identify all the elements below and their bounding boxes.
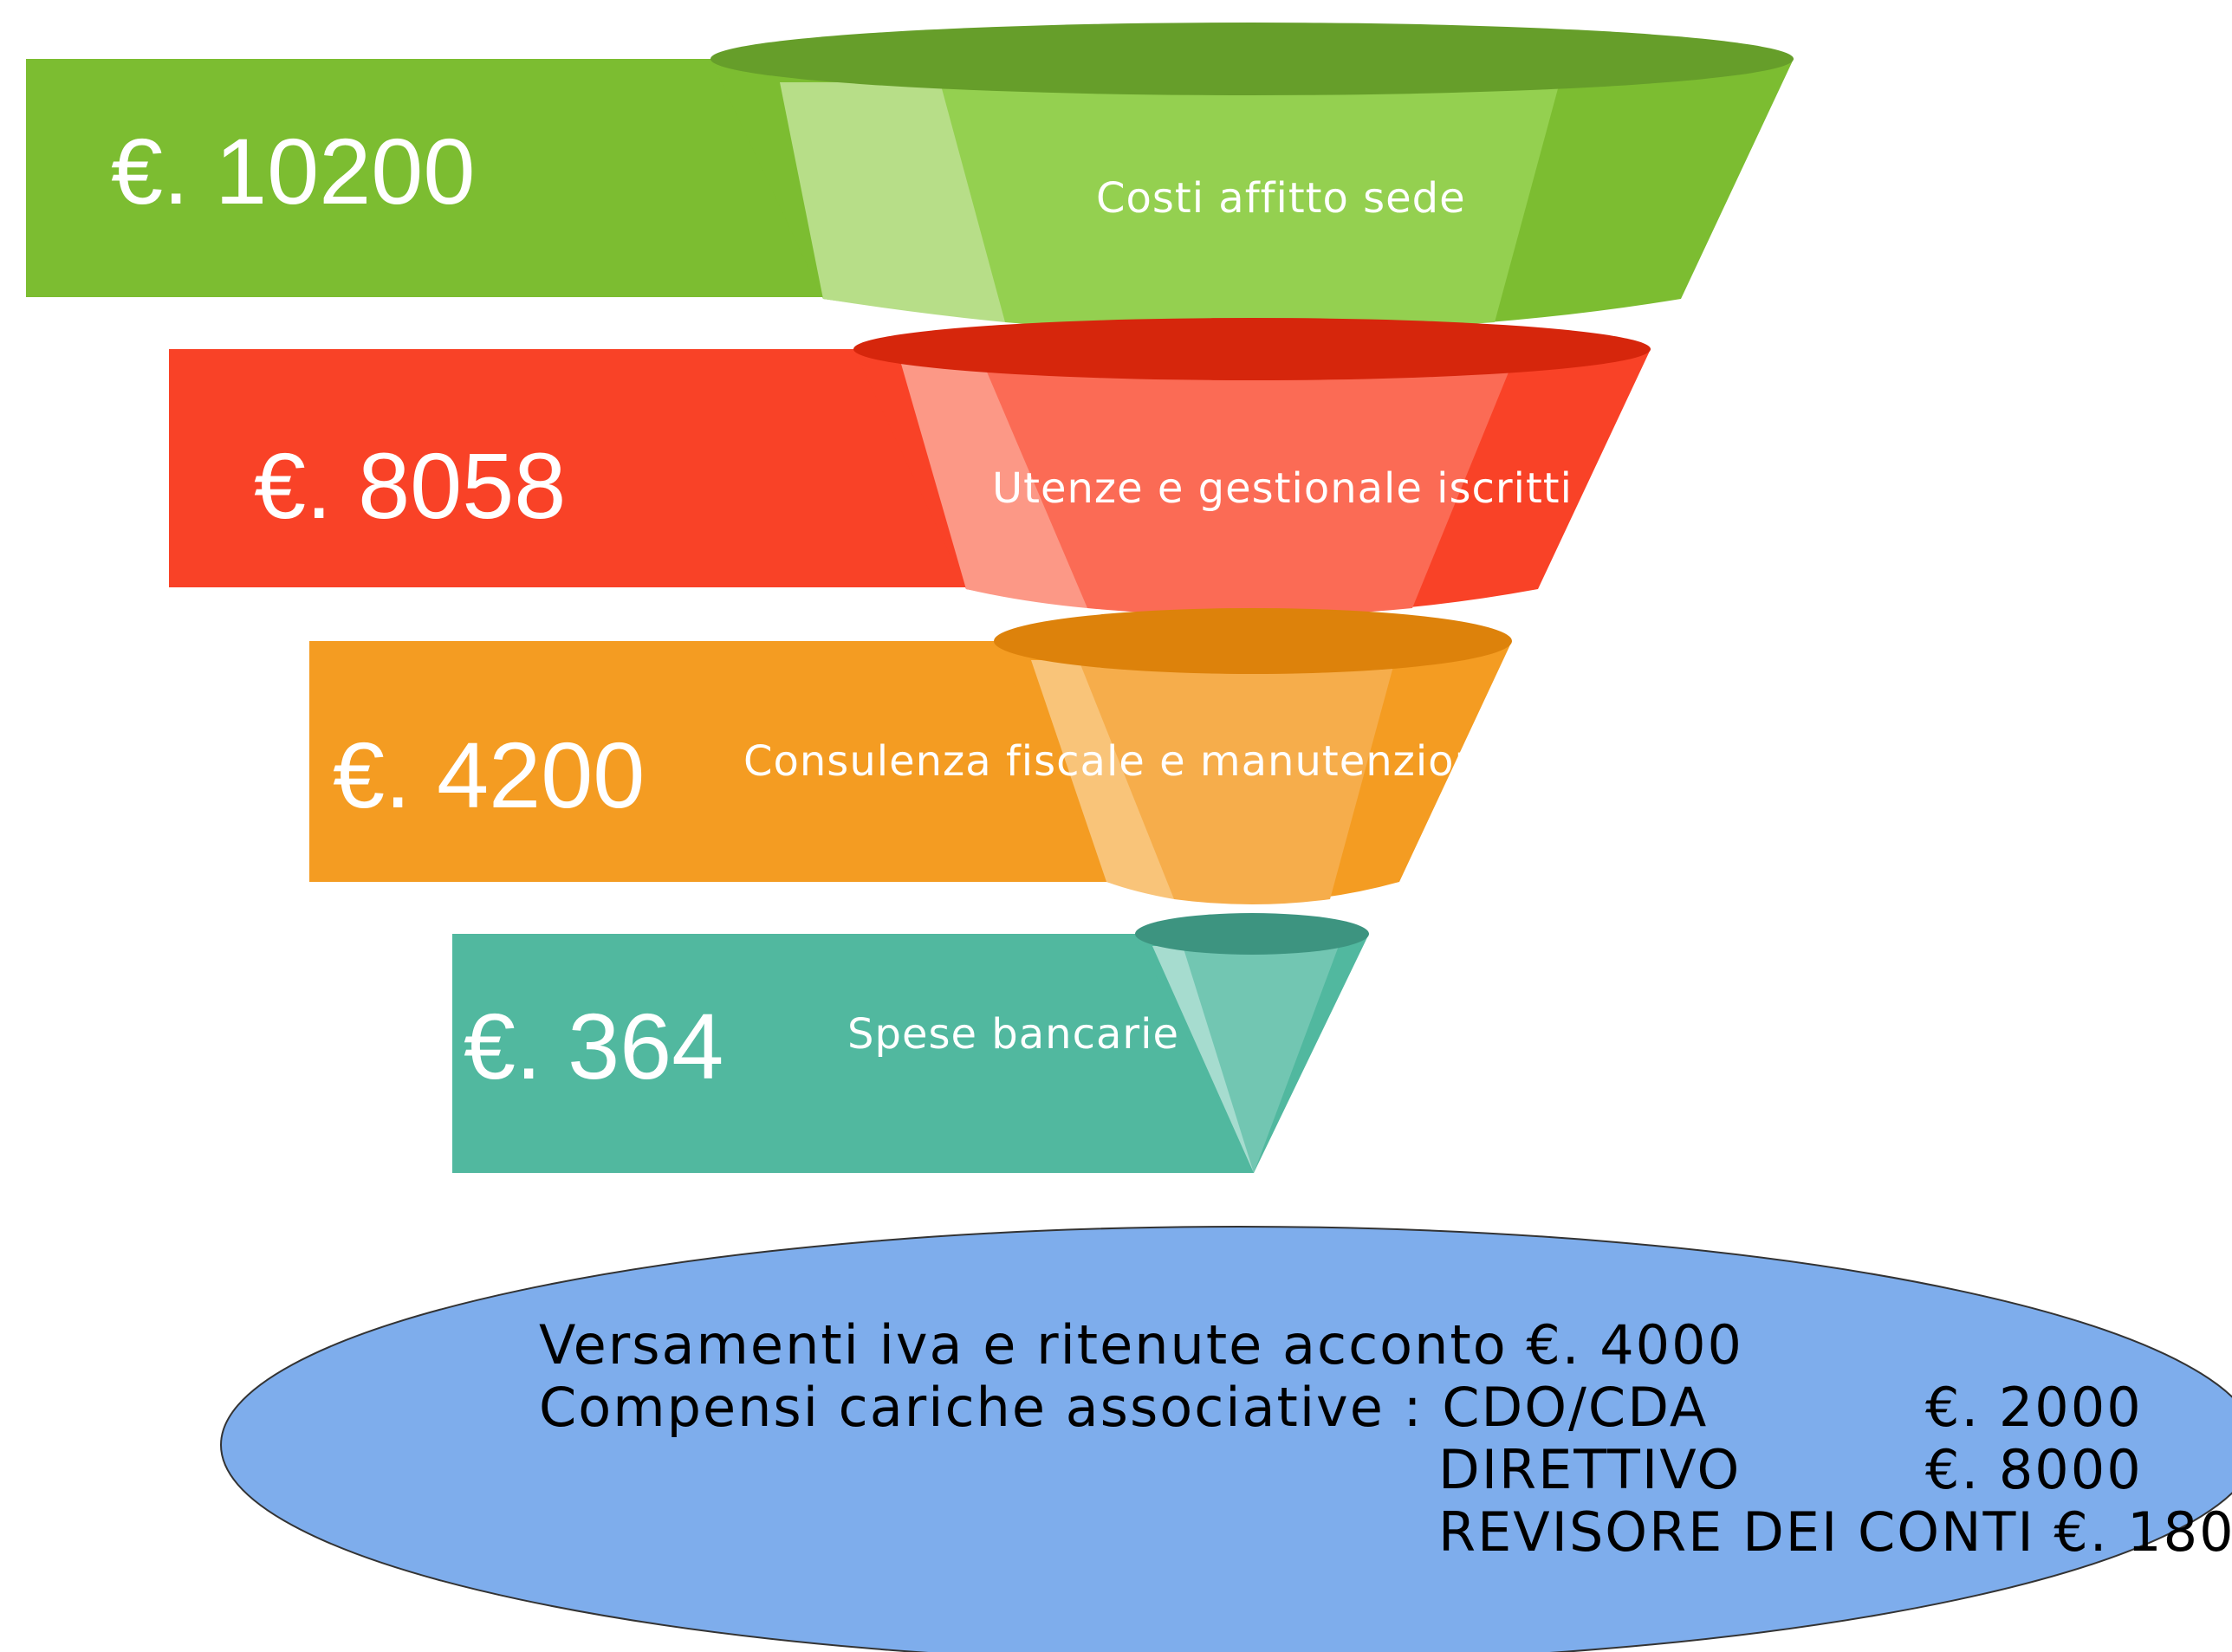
stage-1-label: Costi affitto sede — [1096, 174, 1466, 223]
stage-3-cone-highlight — [1031, 660, 1174, 899]
note-ellipse — [220, 1226, 2232, 1652]
funnel-stage-4: €. 364 Spese bancarie — [452, 913, 1369, 1173]
stage-2-cone-highlight — [901, 364, 1087, 608]
funnel-stage-2: €. 8058 Utenze e gestionale iscritti — [169, 318, 1651, 616]
expense-note: Versamenti iva e ritenute acconto €. 400… — [220, 1226, 2232, 1652]
stage-3-amount: €. 4200 — [333, 722, 645, 827]
stage-2-amount: €. 8058 — [254, 433, 566, 538]
stage-4-cone-rim — [1135, 913, 1369, 955]
note-line-3-label: DIRETTIVO — [1438, 1438, 1741, 1501]
stage-3-band — [309, 641, 1132, 882]
stage-3-cone-front — [1031, 660, 1395, 904]
funnel-stage-3: €. 4200 Consulenza fiscale e manutenzior — [309, 608, 1512, 904]
stage-2-cone-rim — [853, 318, 1651, 380]
stage-4-band — [452, 934, 1254, 1173]
stage-2-band — [169, 349, 992, 587]
stage-4-cone-highlight — [1152, 946, 1254, 1173]
stage-2-label: Utenze e gestionale iscritti — [992, 464, 1573, 513]
note-line-4: REVISORE DEI CONTI €. 1800 — [1438, 1500, 2232, 1564]
stage-4-label: Spese bancarie — [847, 1010, 1179, 1059]
note-line-1: Versamenti iva e ritenute acconto €. 400… — [539, 1313, 1743, 1377]
funnel-stage-1: €. 10200 Costi affitto sede — [26, 23, 1794, 333]
note-line-2-value: €. 2000 — [1925, 1376, 2143, 1439]
stage-4-amount: €. 364 — [464, 994, 723, 1098]
stage-1-amount: €. 10200 — [111, 119, 475, 224]
stage-1-cone-highlight — [780, 82, 1005, 322]
stage-3-cone-rim — [994, 608, 1512, 674]
stage-3-label: Consulenza fiscale e manutenzior — [743, 737, 1472, 786]
stage-1-cone-rim — [710, 23, 1794, 95]
note-line-2-label: Compensi cariche associative : CDO/CDA — [539, 1376, 1708, 1439]
note-line-3-value: €. 8000 — [1925, 1438, 2143, 1501]
